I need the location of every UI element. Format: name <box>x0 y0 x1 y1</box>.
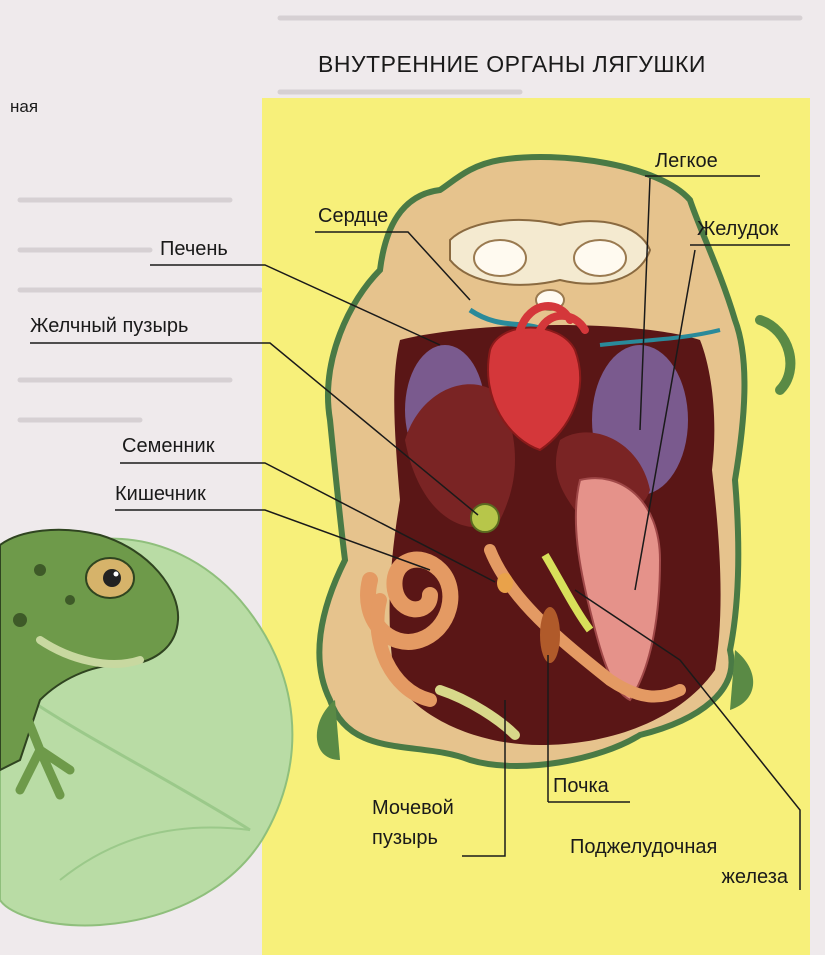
diagram-title: ВНУТРЕННИЕ ОРГАНЫ ЛЯГУШКИ <box>318 51 706 77</box>
label-pancreas-line2: железа <box>660 866 788 889</box>
label-stomach: Желудок <box>697 218 778 241</box>
label-gallbladder: Желчный пузырь <box>30 315 188 338</box>
label-liver: Печень <box>160 238 228 261</box>
label-heart: Сердце <box>318 205 388 228</box>
label-pancreas-line1: Поджелудочная <box>570 836 717 859</box>
label-bladder-line2: пузырь <box>372 827 438 850</box>
left-text-fragment: ная <box>10 97 38 117</box>
label-bladder-line1: Мочевой <box>372 797 454 820</box>
label-lung: Легкое <box>655 150 718 173</box>
label-intestine: Кишечник <box>115 483 206 506</box>
label-kidney: Почка <box>553 775 609 798</box>
label-testis: Семенник <box>122 435 214 458</box>
